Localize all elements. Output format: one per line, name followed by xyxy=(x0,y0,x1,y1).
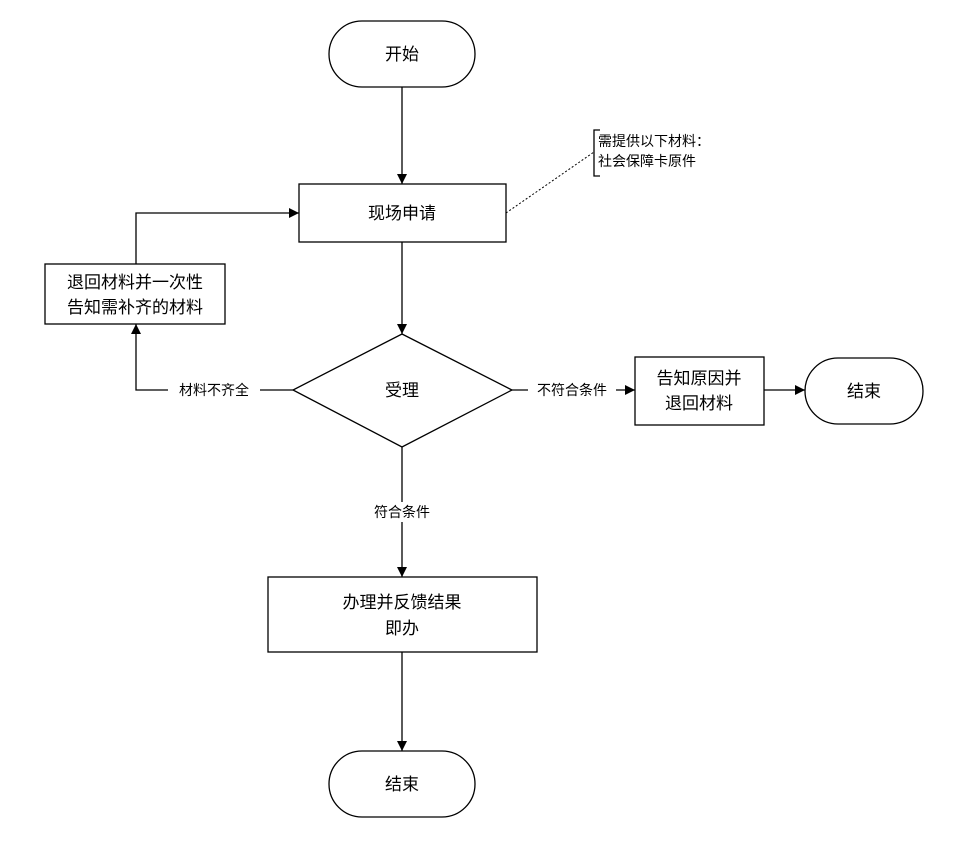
process-line1: 办理并反馈结果 xyxy=(343,593,462,613)
not-qualified-label: 不符合条件 xyxy=(537,382,607,399)
reject-line1: 告知原因并 xyxy=(657,369,742,389)
note-connector xyxy=(505,151,595,214)
end-terminal-bottom xyxy=(328,750,476,818)
apply-box xyxy=(298,183,507,243)
end-terminal-right xyxy=(804,357,924,425)
return-box xyxy=(44,263,226,325)
arrow-return-to-apply xyxy=(135,208,299,264)
qualified-label-bg xyxy=(360,502,444,522)
qualified-label: 符合条件 xyxy=(374,504,430,521)
incomplete-label: 材料不齐全 xyxy=(179,382,249,399)
return-line2: 告知需补齐的材料 xyxy=(67,298,203,318)
reject-box xyxy=(634,356,765,426)
note-line2: 社会保障卡原件 xyxy=(598,154,696,170)
process-line2: 即办 xyxy=(385,619,419,639)
reject-line2: 退回材料 xyxy=(665,394,733,414)
note-line1: 需提供以下材料： xyxy=(598,134,710,150)
end-bottom-label: 结束 xyxy=(385,775,419,795)
accept-label: 受理 xyxy=(385,381,419,401)
apply-label: 现场申请 xyxy=(368,204,436,224)
incomplete-label-bg xyxy=(168,380,260,400)
note-bracket xyxy=(593,129,600,177)
return-line1: 退回材料并一次性 xyxy=(67,273,203,293)
not-qualified-label-bg xyxy=(528,380,616,400)
start-label: 开始 xyxy=(385,45,419,65)
process-box xyxy=(267,576,538,653)
end-right-label: 结束 xyxy=(847,382,881,402)
